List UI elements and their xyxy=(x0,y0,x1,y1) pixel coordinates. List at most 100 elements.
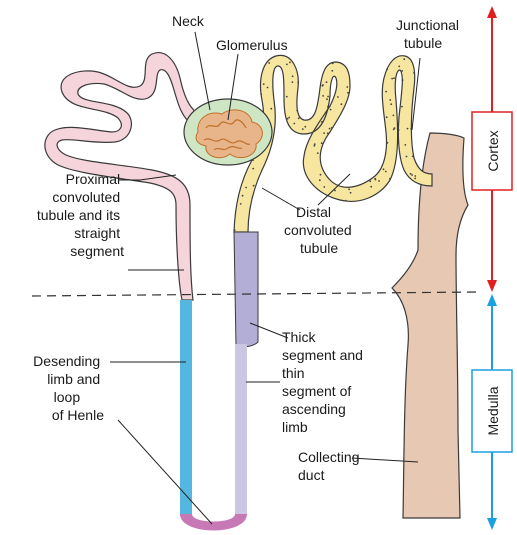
texture-dot xyxy=(414,175,416,177)
texture-dot xyxy=(263,83,265,85)
texture-dot xyxy=(332,63,334,65)
texture-dot xyxy=(304,126,306,128)
descending-limb-label: Desending limb and loop of Henle xyxy=(33,353,104,423)
proximal-tubule-label: Proximal convoluted tubule and its strai… xyxy=(37,171,124,259)
texture-dot xyxy=(320,174,322,176)
texture-dot xyxy=(401,106,403,108)
texture-dot xyxy=(331,70,333,72)
texture-dot xyxy=(398,129,400,131)
texture-dot xyxy=(296,110,298,112)
medulla-label: Medulla xyxy=(485,386,501,435)
texture-dot xyxy=(410,173,412,175)
thin-ascending-limb xyxy=(235,344,247,514)
texture-dot xyxy=(314,145,316,147)
texture-dot xyxy=(385,91,387,93)
texture-dot xyxy=(331,127,333,129)
texture-dot xyxy=(327,106,329,108)
texture-dot xyxy=(321,121,323,123)
texture-dot xyxy=(387,142,389,144)
texture-dot xyxy=(252,159,254,161)
texture-dot xyxy=(401,70,403,72)
texture-dot xyxy=(245,187,247,189)
loop-leader xyxy=(118,420,212,524)
texture-dot xyxy=(260,93,262,95)
texture-dot xyxy=(386,116,388,118)
texture-dot xyxy=(327,132,329,134)
thick-ascending-segment xyxy=(234,232,258,347)
texture-dot xyxy=(286,96,288,98)
texture-dot xyxy=(407,128,409,130)
glomerulus-label: Glomerulus xyxy=(216,37,288,53)
texture-dot xyxy=(268,62,270,64)
texture-dot xyxy=(350,192,352,194)
texture-dot xyxy=(374,178,376,180)
texture-dot xyxy=(412,155,414,157)
texture-dot xyxy=(345,200,347,202)
neck-label: Neck xyxy=(172,13,205,29)
texture-dot xyxy=(327,96,329,98)
texture-dot xyxy=(393,77,395,79)
texture-dot xyxy=(322,95,324,97)
texture-dot xyxy=(337,96,339,98)
texture-dot xyxy=(393,115,395,117)
distal-tubule-label: Distal convoluted tubule xyxy=(284,204,356,256)
texture-dot xyxy=(414,178,416,180)
texture-dot xyxy=(391,78,393,80)
texture-dot xyxy=(369,180,371,182)
collecting-duct-label: Collecting duct xyxy=(298,449,363,483)
cortex-arrow-head-bottom xyxy=(487,280,497,292)
texture-dot xyxy=(297,82,299,84)
distal-leader-1 xyxy=(262,188,300,210)
texture-dot xyxy=(326,81,328,83)
texture-dot xyxy=(347,92,349,94)
texture-dot xyxy=(403,58,405,60)
cortex-arrow-head-top xyxy=(487,6,497,18)
texture-dot xyxy=(402,79,404,81)
loop-of-henle-bend xyxy=(180,514,247,531)
texture-dot xyxy=(289,62,291,64)
texture-dot xyxy=(317,152,319,154)
texture-dot xyxy=(242,195,244,197)
texture-dot xyxy=(288,117,290,119)
texture-dot xyxy=(302,128,304,130)
cortex-label: Cortex xyxy=(485,130,501,171)
texture-dot xyxy=(389,178,391,180)
texture-dot xyxy=(323,132,325,134)
texture-dot xyxy=(389,99,391,101)
texture-dot xyxy=(287,118,289,120)
texture-dot xyxy=(370,186,372,188)
texture-dot xyxy=(334,190,336,192)
collecting-duct xyxy=(392,133,468,518)
texture-dot xyxy=(240,203,242,205)
texture-dot xyxy=(406,156,408,158)
texture-dot xyxy=(393,129,395,131)
texture-dot xyxy=(329,128,331,130)
texture-dot xyxy=(314,143,316,145)
texture-dot xyxy=(386,68,388,70)
texture-dot xyxy=(252,168,254,170)
texture-dot xyxy=(413,72,415,74)
texture-dot xyxy=(326,98,328,100)
texture-dot xyxy=(346,86,348,88)
neck-leader xyxy=(195,32,210,110)
texture-dot xyxy=(385,171,387,173)
texture-dot xyxy=(330,109,332,111)
texture-dot xyxy=(292,75,294,77)
texture-dot xyxy=(298,117,300,119)
texture-dot xyxy=(404,144,406,146)
texture-dot xyxy=(270,108,272,110)
texture-dot xyxy=(322,85,324,87)
texture-dot xyxy=(411,174,413,176)
texture-dot xyxy=(253,185,255,187)
texture-dot xyxy=(234,229,236,231)
medulla-arrow-head-top xyxy=(487,294,497,306)
texture-dot xyxy=(323,186,325,188)
thick-thin-ascending-label: Thick segment and thin segment of ascend… xyxy=(282,329,367,435)
texture-dot xyxy=(390,103,392,105)
texture-dot xyxy=(348,188,350,190)
junctional-tubule-label: Junctional tubule xyxy=(396,17,463,51)
texture-dot xyxy=(319,179,321,181)
texture-dot xyxy=(398,66,400,68)
